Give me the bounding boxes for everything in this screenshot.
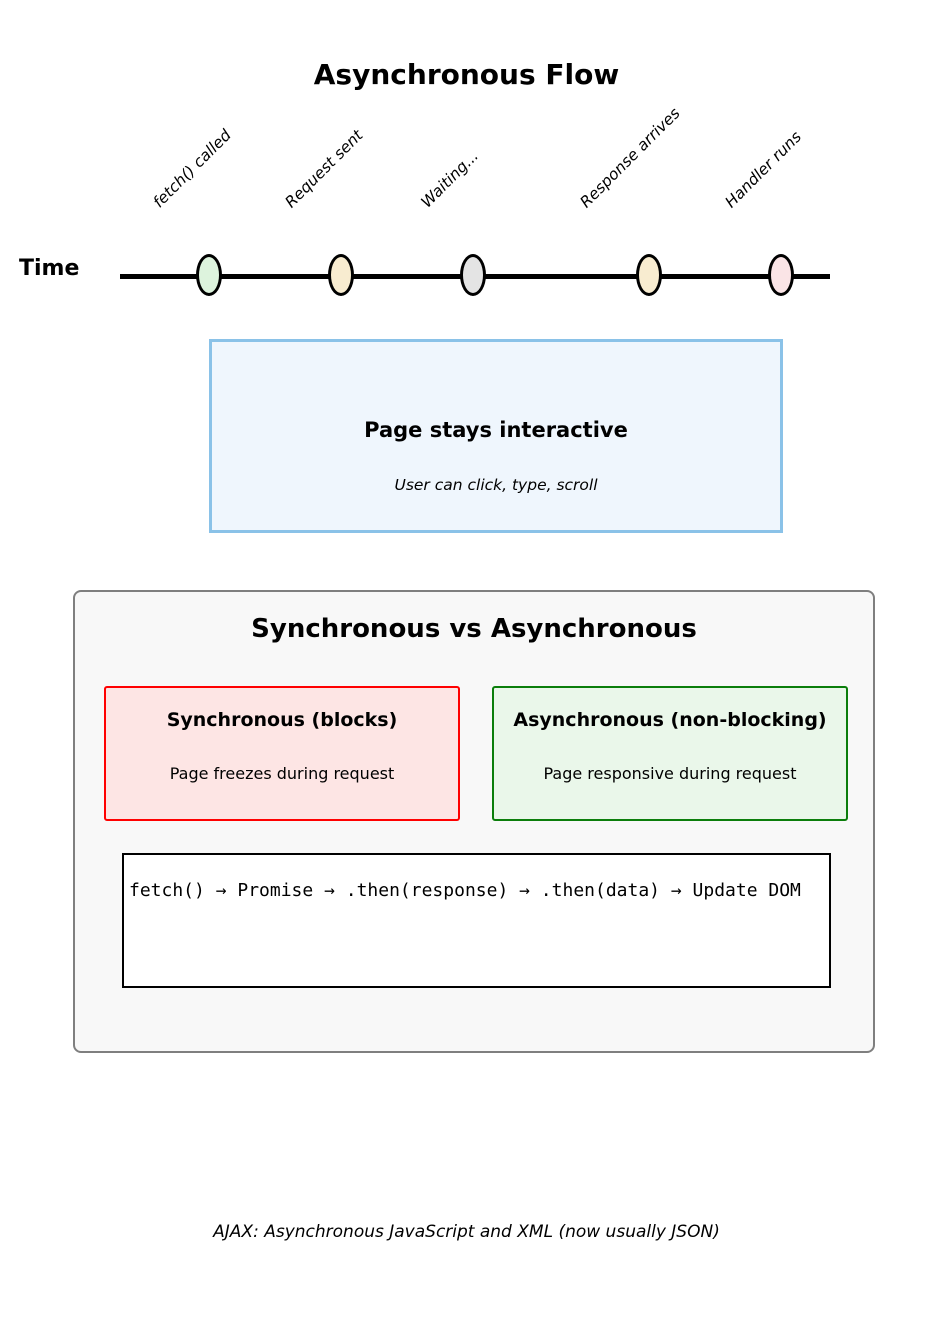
event-label-waiting: Waiting... [417,146,483,212]
sync-box: Synchronous (blocks) Page freezes during… [104,686,460,821]
time-axis-label: Time [19,256,80,281]
event-marker-fetch-called [196,254,222,296]
interactive-box-title: Page stays interactive [364,418,628,442]
event-marker-response-arrives [636,254,662,296]
event-marker-handler-runs [768,254,794,296]
footer-note: AJAX: Asynchronous JavaScript and XML (n… [213,1222,720,1242]
async-box-title: Asynchronous (non-blocking) [513,709,827,731]
event-marker-request-sent [328,254,354,296]
comparison-panel: Synchronous vs Asynchronous Synchronous … [73,590,875,1053]
event-label-response-arrives: Response arrives [576,104,684,212]
sync-box-title: Synchronous (blocks) [166,709,398,731]
event-marker-waiting [460,254,486,296]
code-flow-box: fetch() → Promise → .then(response) → .t… [122,853,831,988]
async-box: Asynchronous (non-blocking) Page respons… [492,686,848,821]
event-label-request-sent: Request sent [281,126,367,212]
interactive-box: Page stays interactive User can click, t… [209,339,783,533]
sync-box-body: Page freezes during request [169,764,395,783]
page-title: Asynchronous Flow [313,58,620,91]
interactive-box-subtitle: User can click, type, scroll [394,476,598,494]
async-box-body: Page responsive during request [543,764,797,783]
event-label-handler-runs: Handler runs [721,127,806,212]
event-label-fetch-called: fetch() called [149,126,235,212]
code-flow-text: fetch() → Promise → .then(response) → .t… [129,880,801,901]
comparison-panel-title: Synchronous vs Asynchronous [251,614,697,644]
